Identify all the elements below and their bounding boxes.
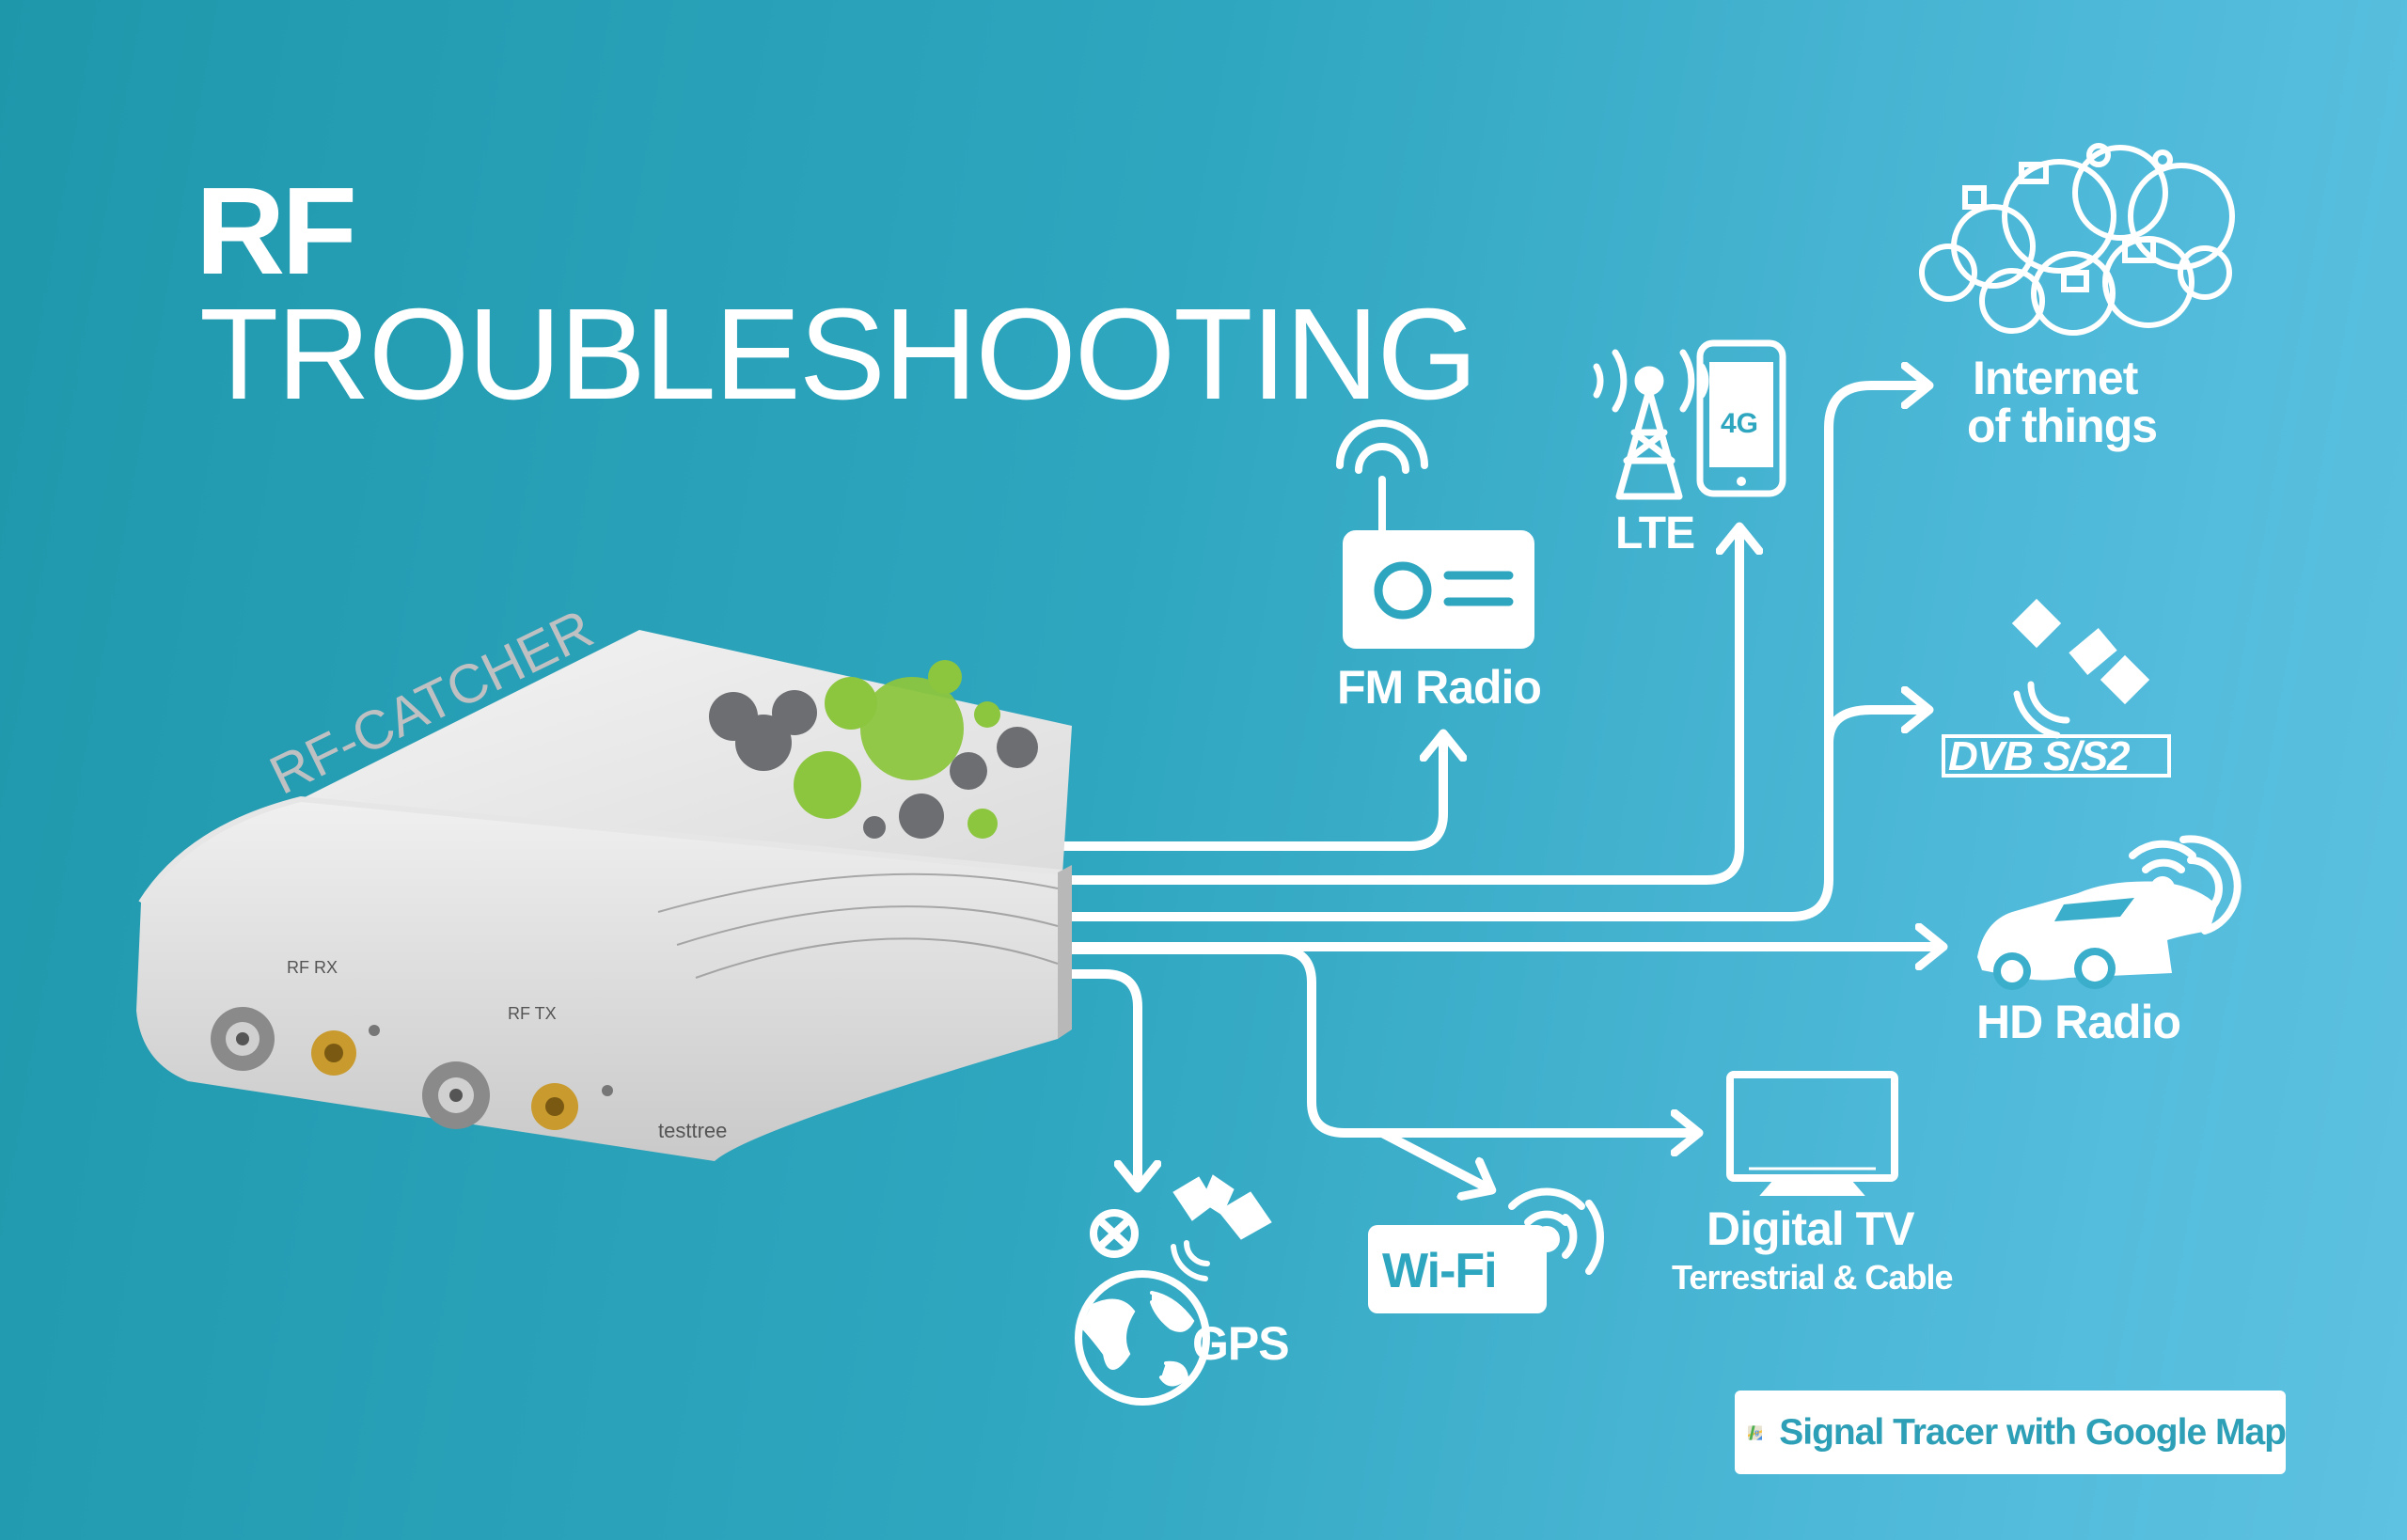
connector-lines (973, 385, 1942, 1189)
label-fm-radio: FM Radio (1337, 661, 1542, 714)
svg-text:g: g (1754, 1427, 1759, 1436)
line-iot (1039, 385, 1927, 921)
label-digital-tv-sub: Terrestrial & Cable (1672, 1258, 1953, 1296)
label-wifi: Wi-Fi (1382, 1244, 1498, 1298)
lte-badge: 4G (1721, 408, 1758, 439)
title-rf: RF (196, 162, 357, 300)
gps-satellite-icon (1171, 1174, 1272, 1281)
label-lte: LTE (1615, 509, 1695, 558)
line-wifi (1377, 1128, 1490, 1189)
device-port-rx: RF RX (287, 958, 338, 977)
line-fm-radio (1048, 735, 1443, 851)
label-gps: GPS (1192, 1317, 1290, 1370)
rf-catcher-device: RF-CATCHER RF RX RF TX testtree (136, 598, 1072, 1161)
line-lte (1048, 528, 1739, 885)
car-icon (1977, 881, 2217, 990)
hd-radio-waves-icon (2129, 835, 2242, 935)
device-maker: testtree (658, 1119, 727, 1142)
phone-icon (1696, 339, 1786, 497)
iot-cloud-icon (1919, 143, 2235, 336)
device-connectors (211, 1007, 613, 1130)
legend-text: Signal Tracer with Google Map (1779, 1411, 2287, 1453)
signal-tracer-legend: g Signal Tracer with Google Map (1735, 1391, 2287, 1474)
label-iot-line1: Internet (1973, 352, 2138, 404)
google-maps-icon: g (1748, 1424, 1763, 1440)
title-troubleshooting: TROUBLESHOOTING (199, 282, 1478, 427)
label-dvb: DVB S/S2 (1948, 733, 2131, 779)
line-gps (973, 969, 1138, 1186)
lte-tower-icon (1593, 349, 1709, 500)
device-port-tx: RF TX (508, 1004, 557, 1023)
radio-icon (1336, 419, 1534, 649)
satellite-icon (2011, 598, 2150, 739)
tv-icon (1726, 1071, 1898, 1196)
dvb-logo-frame (1942, 734, 2171, 778)
wifi-badge (1368, 1225, 1547, 1313)
line-digital-tv (1001, 945, 1697, 1133)
label-iot-line2: of things (1967, 400, 2158, 452)
line-dvb (1824, 710, 1927, 747)
label-hd-radio: HD Radio (1976, 996, 2181, 1048)
gps-icon (1075, 1209, 1210, 1406)
label-digital-tv: Digital TV (1707, 1202, 1915, 1255)
device-dots (709, 660, 1038, 839)
